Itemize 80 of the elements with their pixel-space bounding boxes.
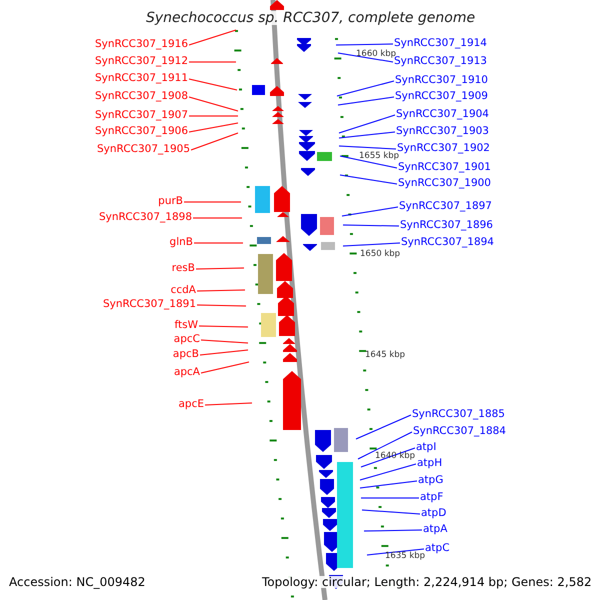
leader-line — [338, 132, 396, 138]
gene-label: SynRCC307_1916 — [95, 39, 188, 50]
gene-label: SynRCC307_1896 — [400, 220, 493, 230]
leader-line — [188, 30, 236, 46]
gene-label: SynRCC307_1897 — [399, 201, 492, 212]
leader-line — [340, 174, 398, 184]
gene-label: SynRCC307_1905 — [97, 144, 190, 154]
gene-label: SynRCC307_1910 — [395, 75, 488, 86]
leader-line — [200, 350, 248, 356]
gene-label: SynRCC307_1909 — [395, 91, 488, 102]
gene-label: apcC — [174, 334, 200, 344]
leader-line — [360, 464, 416, 480]
leader-line — [196, 290, 246, 292]
gene-label: atpI — [416, 442, 436, 452]
gene-label: SynRCC307_1902 — [397, 143, 490, 154]
gene-label: atpD — [421, 508, 446, 518]
gene-label: ftsW — [174, 320, 198, 330]
gene-label: apcE — [178, 399, 204, 410]
scale-label: 1645 kbp — [365, 351, 406, 360]
gene-label: SynRCC307_1894 — [401, 237, 494, 248]
gene-label: SynRCC307_1908 — [95, 91, 188, 102]
gene-label: SynRCC307_1904 — [396, 109, 489, 120]
gene-label: SynRCC307_1898 — [99, 212, 192, 222]
scale-label: 1660 kbp — [356, 50, 396, 58]
gene-label: apcA — [174, 367, 200, 378]
gene-label: SynRCC307_1914 — [394, 38, 487, 48]
gene-label: SynRCC307_1913 — [394, 56, 487, 66]
gene-label: atpG — [418, 475, 444, 486]
leader-line — [362, 510, 420, 514]
gene-label: apcB — [172, 349, 199, 360]
leader-line — [196, 268, 244, 270]
title: Synechococcus sp. RCC307, complete genome — [146, 11, 476, 25]
gene-label: SynRCC307_1885 — [412, 409, 505, 420]
leader-line — [188, 122, 238, 132]
gene-label: atpF — [420, 492, 444, 502]
leader-line — [204, 402, 252, 406]
leader-line — [366, 548, 424, 556]
leader-line — [200, 340, 248, 344]
gene-label: SynRCC307_1912 — [95, 56, 188, 66]
genome-info-label: Topology: circular; Length: 2,224,914 bp; Genes: 2,582 — [262, 576, 592, 588]
gene-label: ccdA — [170, 285, 196, 296]
leader-line — [198, 326, 248, 328]
leader-line — [336, 80, 394, 96]
leader-line — [196, 304, 246, 306]
gene-label: SynRCC307_1907 — [95, 110, 188, 120]
gene-label: atpH — [417, 458, 442, 468]
gene-label: SynRCC307_1903 — [396, 126, 489, 136]
leader-line — [356, 414, 412, 440]
gene-label: atpA — [423, 524, 448, 534]
leader-line — [342, 242, 400, 246]
gene-label: atpC — [425, 543, 450, 554]
leader-line — [358, 432, 412, 460]
accession-label: Accession: NC_009482 — [9, 576, 146, 588]
gene-label: resB — [172, 263, 195, 274]
leader-line — [342, 224, 400, 226]
leader-line — [200, 362, 250, 374]
gene-label: SynRCC307_1884 — [413, 426, 506, 436]
gene-label: glnB — [170, 237, 193, 248]
leader-line — [340, 156, 398, 168]
leader-line — [338, 52, 394, 62]
gene-label: SynRCC307_1906 — [95, 126, 188, 136]
gene-label: SynRCC307_1900 — [398, 178, 491, 188]
leader-line — [188, 96, 238, 112]
scale-label: 1650 kbp — [360, 250, 400, 258]
leader-line — [188, 78, 238, 90]
gene-label: purB — [158, 196, 183, 206]
leader-line — [338, 146, 396, 150]
gene-label: SynRCC307_1911 — [95, 73, 188, 84]
leader-line — [190, 132, 238, 150]
leader-line — [338, 96, 394, 106]
leader-line — [360, 480, 418, 488]
leader-line — [364, 530, 422, 532]
gene-label: SynRCC307_1891 — [103, 299, 196, 310]
scale-label: 1635 kbp — [385, 552, 426, 560]
leader-line — [336, 44, 394, 46]
leader-line — [194, 242, 244, 244]
leader-line — [338, 114, 396, 134]
scale-label: 1655 kbp — [359, 152, 400, 160]
leader-line — [342, 206, 398, 216]
gene-label: SynRCC307_1901 — [398, 162, 491, 172]
